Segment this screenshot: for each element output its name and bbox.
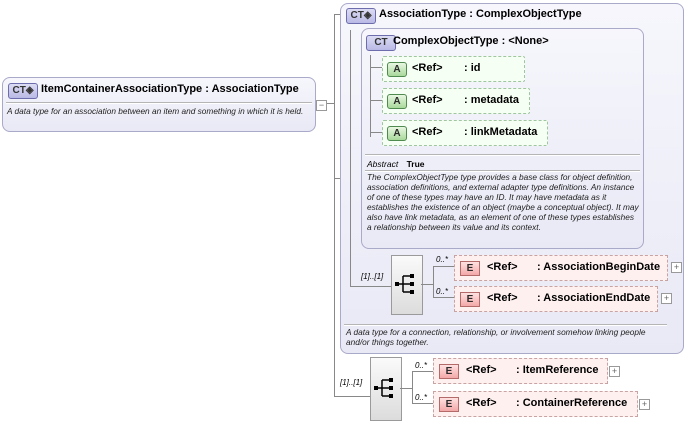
connector-line: [433, 266, 434, 297]
type-separator: :: [501, 35, 506, 47]
connector-line: [370, 100, 382, 101]
connector-line: [350, 30, 351, 286]
association-type-box[interactable]: CT◈ AssociationType : ComplexObjectType …: [340, 3, 684, 354]
element-ref: <Ref>: [487, 261, 518, 273]
element-icon: E: [439, 364, 459, 379]
attribute-ref: <Ref>: [412, 62, 443, 74]
element-ref: <Ref>: [466, 397, 497, 409]
type-name: ItemContainerAssociationType: [41, 83, 203, 95]
sequence-cardinality: [1]..[1]: [340, 378, 363, 387]
element-icon: E: [460, 292, 480, 307]
element-item-reference[interactable]: E <Ref> : ItemReference: [433, 358, 608, 384]
complex-type-icon: CT: [366, 35, 396, 51]
divider: [365, 170, 640, 172]
expand-toggle[interactable]: +: [671, 262, 682, 273]
element-cardinality: 0..*: [436, 287, 449, 296]
expand-toggle[interactable]: +: [661, 293, 672, 304]
divider: [6, 102, 312, 104]
sequence-icon: [395, 274, 414, 294]
connector-line: [370, 132, 382, 133]
type-title: ComplexObjectType : <None>: [393, 35, 549, 47]
attribute-id[interactable]: A <Ref> : id: [382, 56, 525, 82]
connector-line: [412, 371, 413, 403]
element-name: : ContainerReference: [516, 397, 628, 409]
connector-line: [412, 403, 433, 404]
attribute-icon: A: [387, 94, 407, 109]
connector-line: [334, 178, 342, 179]
complex-object-type-box[interactable]: CT ComplexObjectType : <None> A <Ref> : …: [361, 28, 644, 249]
type-documentation: A data type for an association between a…: [7, 106, 304, 116]
attribute-link-metadata[interactable]: A <Ref> : linkMetadata: [382, 120, 548, 146]
element-icon: E: [439, 397, 459, 412]
connector-line: [334, 396, 370, 397]
base-type-name: <None>: [508, 35, 549, 47]
sequence-cardinality: [1]..[1]: [361, 272, 384, 281]
connector-line: [421, 284, 433, 285]
item-container-association-type-box[interactable]: CT◈ ItemContainerAssociationType : Assoc…: [2, 77, 327, 132]
abstract-row: Abstract True: [367, 159, 425, 169]
connector-line: [400, 388, 412, 389]
attribute-name: : linkMetadata: [464, 126, 538, 138]
sequence-compositor[interactable]: [391, 255, 423, 315]
type-title: AssociationType : ComplexObjectType: [379, 8, 582, 20]
divider: [365, 154, 640, 156]
connector-line: [412, 371, 433, 372]
element-name: : AssociationBeginDate: [537, 261, 661, 273]
element-name: : AssociationEndDate: [537, 292, 651, 304]
type-separator: :: [205, 83, 209, 95]
element-name: : ItemReference: [516, 364, 599, 376]
complex-type-icon: CT◈: [8, 83, 38, 99]
connector-line: [433, 297, 454, 298]
attribute-metadata[interactable]: A <Ref> : metadata: [382, 88, 530, 114]
element-association-end-date[interactable]: E <Ref> : AssociationEndDate: [454, 286, 658, 312]
type-title: ItemContainerAssociationType : Associati…: [41, 83, 299, 95]
connector-line: [370, 55, 371, 137]
connector-line: [370, 67, 382, 68]
abstract-value: True: [406, 159, 425, 169]
attribute-ref: <Ref>: [412, 126, 443, 138]
connector-line: [334, 14, 342, 15]
element-cardinality: 0..*: [415, 361, 428, 370]
type-documentation: A data type for a connection, relationsh…: [346, 327, 646, 347]
collapse-toggle[interactable]: −: [316, 100, 327, 111]
attribute-icon: A: [387, 126, 407, 141]
attribute-icon: A: [387, 62, 407, 77]
type-separator: :: [469, 8, 473, 20]
element-container-reference[interactable]: E <Ref> : ContainerReference: [433, 391, 638, 417]
complex-type-icon: CT◈: [346, 8, 376, 24]
connector-line: [433, 266, 454, 267]
element-ref: <Ref>: [487, 292, 518, 304]
divider: [344, 324, 667, 326]
element-icon: E: [460, 261, 480, 276]
base-type-name: ComplexObjectType: [476, 8, 582, 20]
element-ref: <Ref>: [466, 364, 497, 376]
attribute-ref: <Ref>: [412, 94, 443, 106]
expand-toggle[interactable]: +: [609, 366, 620, 377]
element-association-begin-date[interactable]: E <Ref> : AssociationBeginDate: [454, 255, 668, 281]
connector-line: [334, 14, 335, 396]
type-name: AssociationType: [379, 8, 467, 20]
type-name: ComplexObjectType: [393, 35, 499, 47]
type-documentation: The ComplexObjectType type provides a ba…: [367, 172, 639, 232]
abstract-label: Abstract: [367, 159, 399, 169]
connector-line: [350, 286, 391, 287]
sequence-compositor[interactable]: [370, 357, 402, 421]
element-cardinality: 0..*: [436, 255, 449, 264]
sequence-icon: [374, 378, 393, 398]
base-type-name: AssociationType: [211, 83, 299, 95]
attribute-name: : metadata: [464, 94, 520, 106]
attribute-name: : id: [464, 62, 481, 74]
element-cardinality: 0..*: [415, 393, 428, 402]
expand-toggle[interactable]: +: [639, 399, 650, 410]
